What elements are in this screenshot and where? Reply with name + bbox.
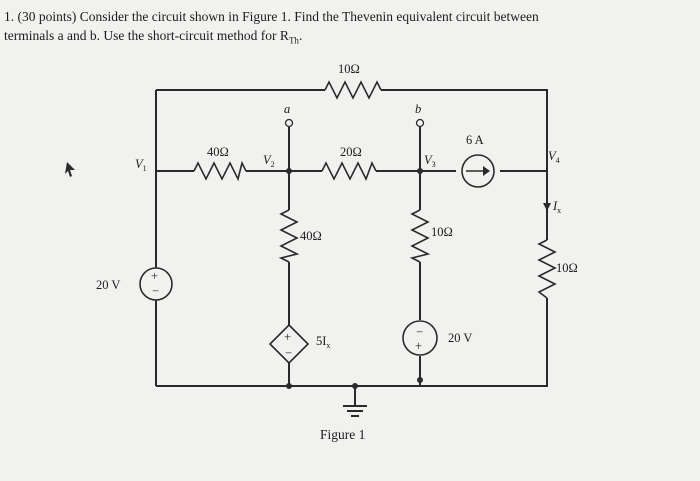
terminal-a [284, 118, 294, 128]
resistor-right-10-label: 10Ω [556, 261, 578, 275]
node-v1-label: V1 [135, 157, 147, 173]
resistor-right-10 [537, 239, 557, 299]
bottom-wire [156, 298, 548, 387]
v2-main: V [263, 153, 272, 167]
ix-sub: x [557, 206, 561, 215]
problem-statement: 1. (30 points) Consider the circuit show… [4, 7, 696, 51]
resistor-series-20 [321, 161, 377, 181]
figure-caption: Figure 1 [320, 427, 365, 442]
voltage-source-20v-mid-label: 20 V [448, 331, 472, 345]
voltage-source-20v-left [139, 267, 173, 301]
vs-mid-plus: + [415, 339, 422, 353]
problem-line-2-end: . [298, 28, 303, 43]
pointer-icon [65, 162, 75, 177]
rth-subscript: Th [288, 35, 299, 46]
ix-main: I [552, 199, 558, 213]
dep-source-coef: 5I [316, 334, 326, 348]
vs-left-minus: − [152, 284, 159, 298]
v4-main: V [548, 149, 557, 163]
voltage-source-20v-left-label: 20 V [96, 278, 120, 292]
resistor-shunt-10 [409, 209, 431, 263]
dep-source-sub: x [326, 341, 330, 350]
node-a-label: a [284, 102, 290, 116]
vs-left-plus: + [151, 269, 158, 283]
dep-source-plus: + [284, 330, 291, 344]
junction-dots [286, 168, 423, 389]
circuit-wires [155, 89, 548, 406]
resistor-series-40 [193, 160, 247, 182]
v3-sub: 3 [432, 160, 436, 169]
resistor-shunt-40 [278, 209, 300, 263]
current-source-6a [461, 154, 495, 188]
node-b-label: b [415, 102, 421, 116]
dep-source-minus: − [285, 346, 292, 360]
right-upper-wire [500, 170, 548, 240]
node-v3-label: V3 [424, 153, 436, 169]
resistor-top-10 [324, 80, 382, 100]
v2-sub: 2 [271, 160, 275, 169]
v1-sub: 1 [143, 164, 147, 173]
v3-main: V [424, 153, 433, 167]
resistor-series-40-label: 40Ω [207, 145, 229, 159]
problem-line-2: terminals a and b. Use the short-circuit… [4, 26, 696, 51]
dependent-source-label: 5Ix [316, 334, 330, 350]
v1-main: V [135, 157, 144, 171]
problem-line-1: 1. (30 points) Consider the circuit show… [4, 9, 539, 24]
resistor-shunt-40-label: 40Ω [300, 229, 322, 243]
terminal-b [415, 118, 425, 128]
dependent-source-5ix [268, 323, 310, 365]
resistor-shunt-10-label: 10Ω [431, 225, 453, 239]
ix-label: Ix [552, 199, 561, 215]
v4-sub: 4 [556, 156, 560, 165]
problem-line-2-text: terminals a and b. Use the short-circuit… [4, 28, 289, 43]
ground-symbol [343, 405, 367, 417]
voltage-source-20v-mid [402, 320, 438, 356]
node-v2-label: V2 [263, 153, 275, 169]
vs-mid-minus: − [416, 325, 423, 339]
resistor-series-20-label: 20Ω [340, 145, 362, 159]
resistor-top-10-label: 10Ω [338, 62, 360, 76]
top-wire [156, 89, 548, 170]
current-source-6a-label: 6 A [466, 133, 484, 147]
node-v4-label: V4 [548, 149, 560, 165]
ix-arrow-icon [543, 203, 551, 211]
